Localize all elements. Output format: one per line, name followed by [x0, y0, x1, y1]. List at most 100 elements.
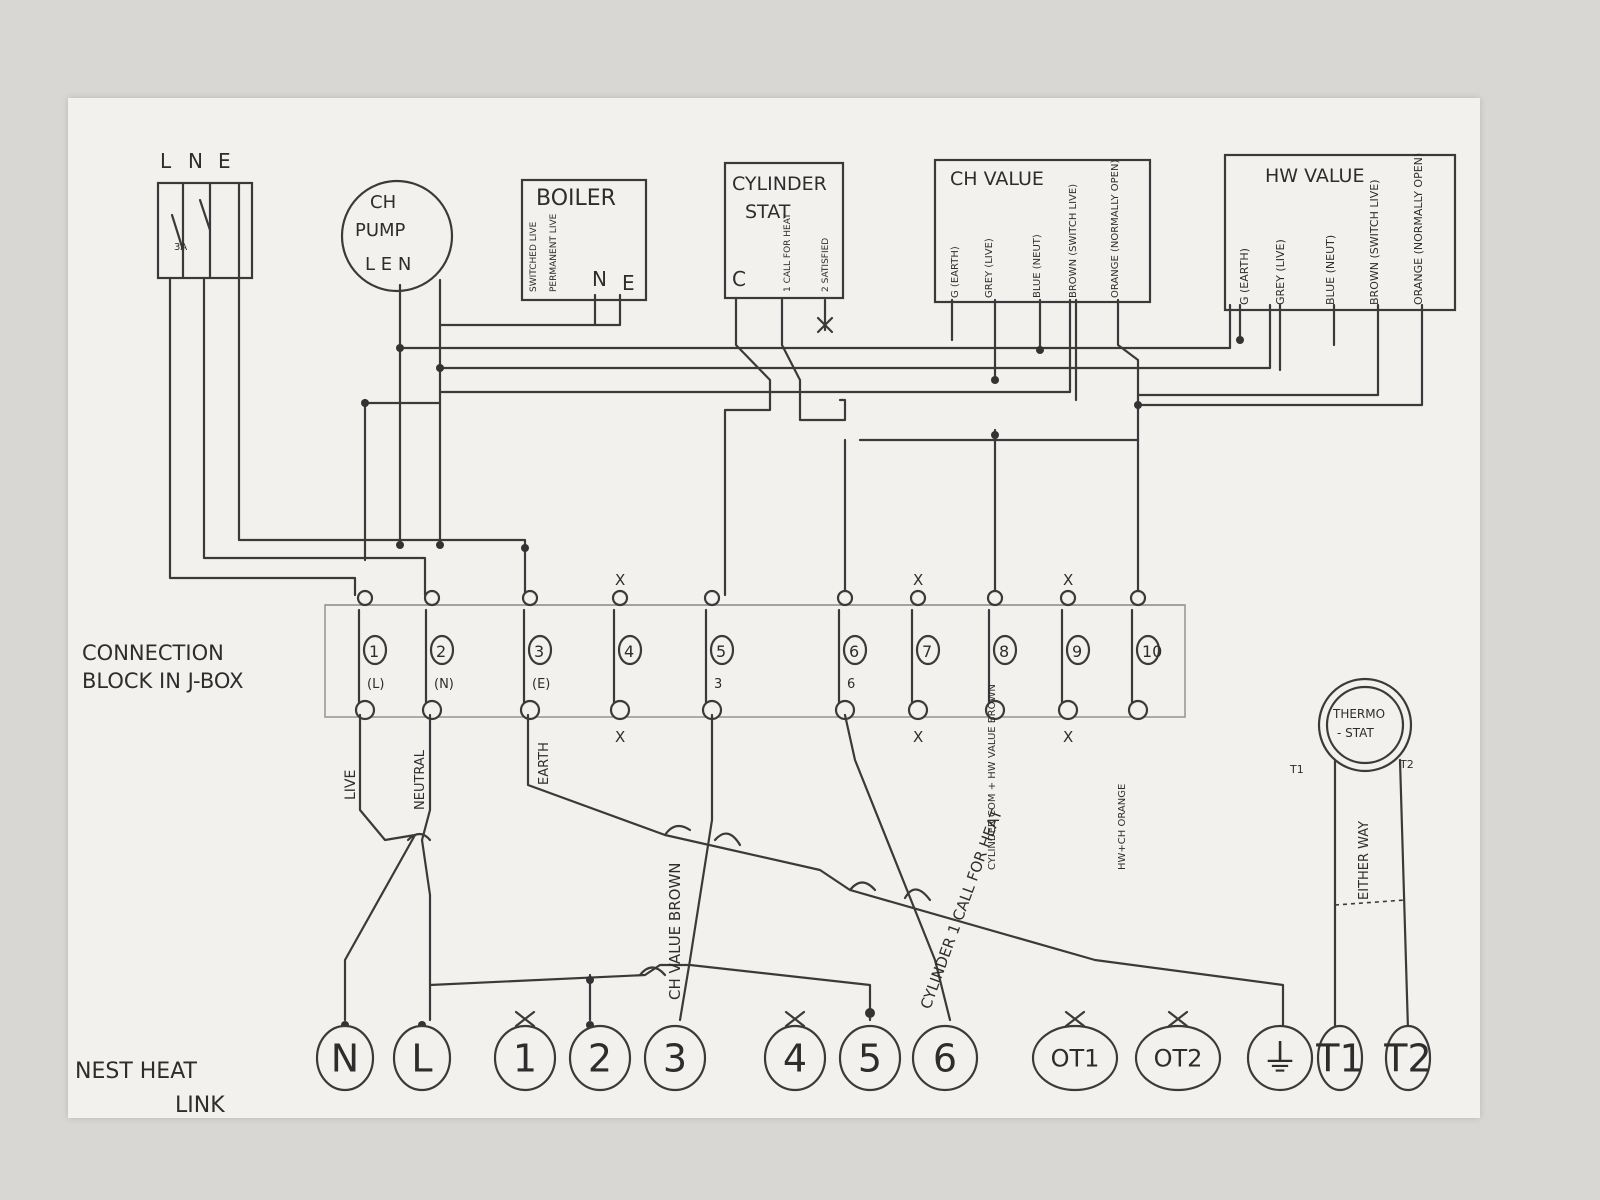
- block-terminal-number: 5: [716, 642, 726, 661]
- hw-valve-title: HW VALUE: [1265, 165, 1364, 187]
- boiler: BOILER SWITCHED LIVE PERMANENT LIVE N E: [520, 178, 648, 302]
- nest-terminal-label: 1: [513, 1037, 537, 1081]
- wire-label-earth: EARTH: [537, 742, 552, 785]
- block-terminal-4: 4XX: [609, 571, 643, 746]
- nest-terminal-ot2: OT2: [1134, 1010, 1222, 1092]
- block-label-2: BLOCK IN J-BOX: [82, 669, 243, 693]
- thermostat-title-2: - STAT: [1337, 726, 1374, 740]
- unused-mark-top: X: [913, 571, 923, 589]
- wire-label-live: LIVE: [343, 770, 359, 800]
- cylinder-stat-pin-c: C: [732, 267, 746, 291]
- nest-terminal-1: 1: [493, 1010, 557, 1092]
- ch-valve: CH VALUE G (EARTH) GREY (LIVE) BLUE (NEU…: [933, 158, 1152, 304]
- wire-label-hw-ch-orange: HW+CH ORANGE: [1117, 784, 1128, 870]
- paper-sheet: [68, 98, 1480, 1118]
- supply-label-n: N: [188, 149, 203, 173]
- unused-mark-top: X: [1063, 571, 1073, 589]
- block-screw-bottom: [907, 699, 929, 721]
- nest-terminal-: ⏚: [1246, 1024, 1314, 1092]
- unused-mark-bottom: X: [615, 728, 625, 746]
- boiler-title: BOILER: [536, 186, 616, 211]
- fuse-rating: 3A: [174, 242, 187, 253]
- block-terminal-9: 9XX: [1057, 571, 1091, 746]
- block-screw-top: [909, 589, 927, 607]
- nest-terminal-label: 6: [933, 1037, 957, 1081]
- block-screw-bottom: [609, 699, 631, 721]
- nest-terminal-label: OT1: [1051, 1045, 1100, 1073]
- block-terminal-number: 3: [534, 642, 544, 661]
- wire-label-neutral: NEUTRAL: [413, 749, 428, 810]
- nest-terminal-3: 3: [643, 1024, 707, 1092]
- block-screw-top: [986, 589, 1004, 607]
- block-screw-top: [423, 589, 441, 607]
- block-terminal-1: 1 (L): [354, 589, 388, 721]
- nest-terminal-label: 4: [783, 1037, 807, 1081]
- block-screw-bottom: [421, 699, 443, 721]
- nest-terminal-label: T1: [1315, 1037, 1363, 1081]
- nest-heat-link: NEST HEAT LINK: [75, 1059, 225, 1118]
- nest-terminal-5: 5: [838, 1024, 902, 1092]
- nest-terminal-6: 6: [911, 1024, 979, 1092]
- block-terminal-5: 53: [701, 589, 735, 721]
- block-screw-top: [703, 589, 721, 607]
- block-screw-top: [836, 589, 854, 607]
- block-terminal-3: 3(E): [519, 589, 553, 721]
- hw-valve: HW VALUE G (EARTH) GREY (LIVE) BLUE (NEU…: [1223, 153, 1457, 312]
- boiler-pin-permanent-live: PERMANENT LIVE: [549, 213, 559, 292]
- wire-label-ch-valve-brown: CH VALUE BROWN: [666, 863, 684, 1001]
- nest-terminal-ot1: OT1: [1031, 1010, 1119, 1092]
- lower-wiring: LIVE NEUTRAL EARTH CH VALUE BROWN CYLIND…: [341, 684, 1285, 1032]
- nest-terminal-label: 2: [588, 1037, 612, 1081]
- connection-block: CONNECTION BLOCK IN J-BOX: [82, 604, 1186, 718]
- block-screw-bottom: [519, 699, 541, 721]
- block-terminal-sub: (L): [367, 677, 384, 692]
- nest-terminal-2: 2: [568, 1024, 632, 1092]
- pump-title-ch: CH: [370, 192, 396, 213]
- block-terminal-2: 2 (N): [421, 589, 455, 721]
- boiler-pin-n: N: [592, 267, 607, 291]
- block-screw-top: [1059, 589, 1077, 607]
- hw-valve-pin-brown: BROWN (SWITCH LIVE): [1368, 179, 1381, 305]
- nest-terminal-label: L: [411, 1037, 432, 1081]
- block-terminal-7: 7XX: [907, 571, 941, 746]
- cylinder-stat-pin-1: 1 CALL FOR HEAT: [783, 213, 793, 292]
- unused-mark-bottom: X: [913, 728, 923, 746]
- block-screw-top: [611, 589, 629, 607]
- pump-terminals: L E N: [365, 254, 411, 275]
- unused-mark-bottom: X: [1063, 728, 1073, 746]
- block-terminal-number: 2: [436, 642, 446, 661]
- cylinder-stat-title-2: STAT: [745, 201, 791, 223]
- block-terminal-number: 9: [1072, 642, 1082, 661]
- nest-terminal-l: L: [392, 1024, 452, 1092]
- block-terminal-number: 7: [922, 642, 932, 661]
- block-terminal-sub: 3: [714, 677, 722, 692]
- ch-valve-pin-orange: ORANGE (NORMALLY OPEN): [1110, 160, 1121, 298]
- pump-title-pump: PUMP: [355, 220, 406, 241]
- block-terminal-sub: 6: [847, 677, 855, 692]
- nest-label-1: NEST HEAT: [75, 1059, 198, 1084]
- block-screw-bottom: [984, 699, 1006, 721]
- block-terminal-number: 8: [999, 642, 1009, 661]
- nest-terminal-label: OT2: [1154, 1045, 1203, 1073]
- block-label-1: CONNECTION: [82, 641, 224, 665]
- block-screw-bottom: [354, 699, 376, 721]
- thermostat-t2-label: T2: [1399, 758, 1414, 771]
- block-terminal-sub: (N): [434, 677, 454, 692]
- wire-label-either-way: EITHER WAY: [1357, 821, 1372, 900]
- hw-valve-pin-grey: GREY (LIVE): [1274, 239, 1287, 305]
- nest-terminal-label: 5: [858, 1037, 882, 1081]
- supply-label-l: L: [160, 149, 172, 173]
- block-screw-top: [521, 589, 539, 607]
- hw-valve-pin-orange: ORANGE (NORMALLY OPEN): [1412, 153, 1425, 305]
- block-terminal-number: 4: [624, 642, 634, 661]
- block-terminal-number: 1: [369, 642, 379, 661]
- cylinder-stat: CYLINDER STAT C 1 CALL FOR HEAT 2 SATISF…: [723, 161, 845, 300]
- nest-terminal-t1: T1: [1315, 1024, 1364, 1092]
- thermostat-title-1: THERMO: [1332, 707, 1385, 721]
- upper-wiring: [168, 276, 1424, 597]
- ch-valve-title: CH VALUE: [950, 168, 1044, 190]
- block-screw-bottom: [1127, 699, 1149, 721]
- block-terminal-8: 8: [984, 589, 1018, 721]
- block-terminal-10: 10: [1127, 589, 1162, 721]
